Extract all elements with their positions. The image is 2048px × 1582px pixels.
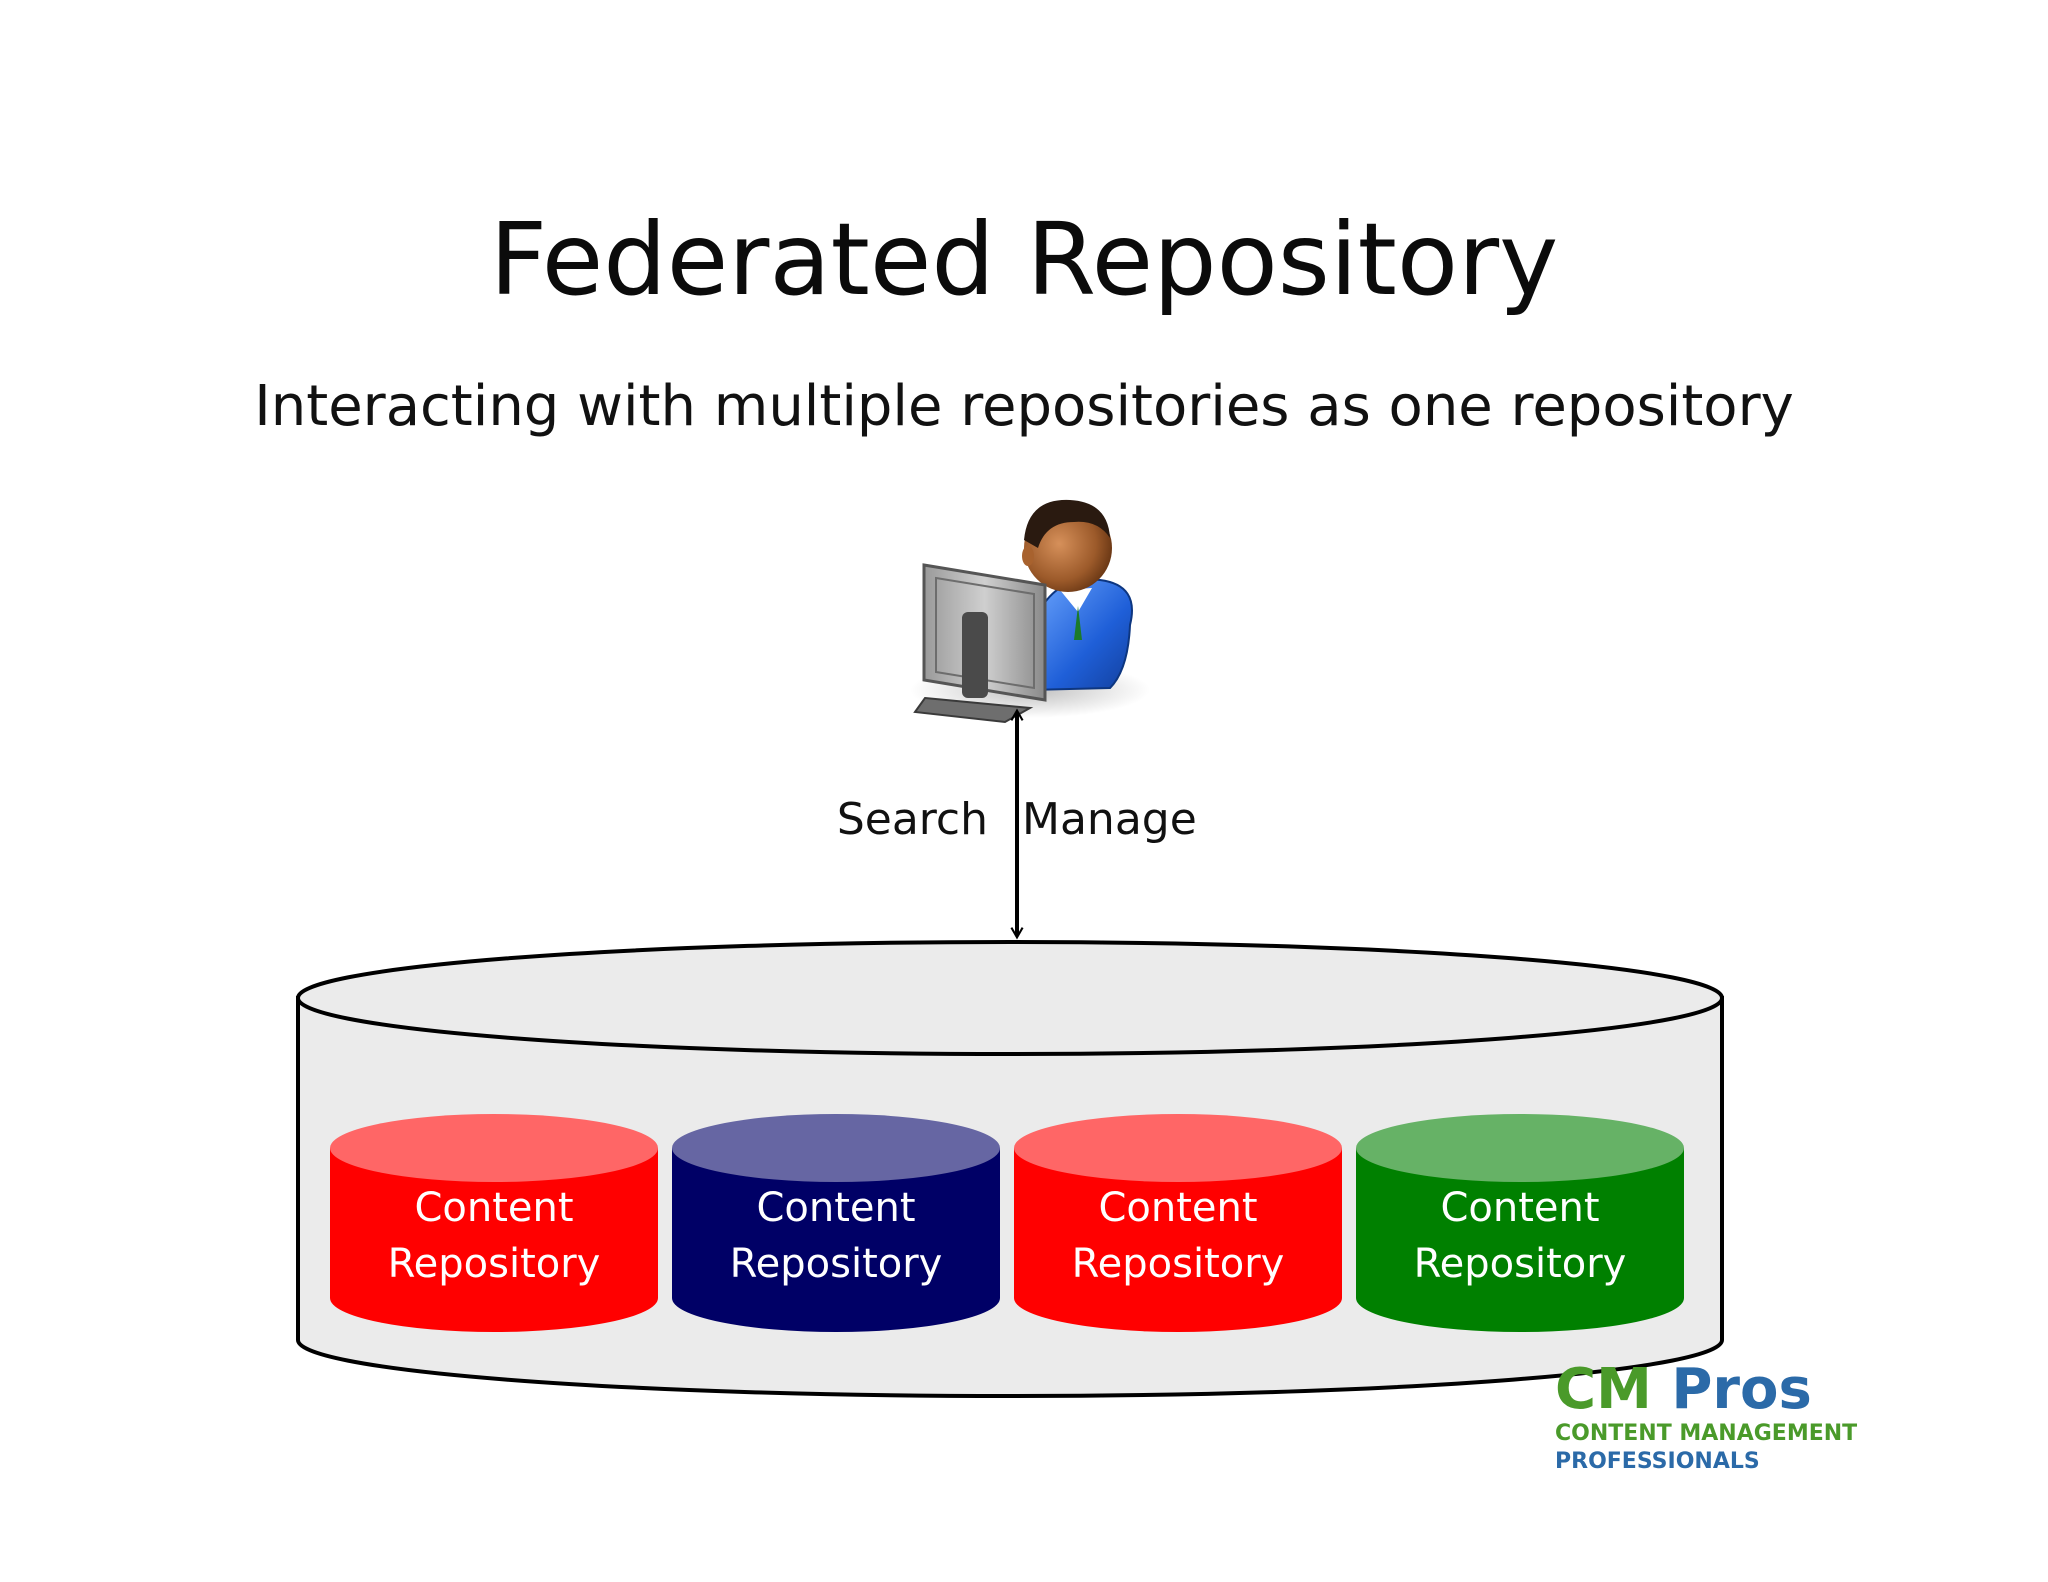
slide-title: Federated Repository	[489, 201, 1559, 318]
repository-label-line-2: Repository	[1071, 1241, 1285, 1287]
repository-label-line-2: Repository	[729, 1241, 943, 1287]
content-repository-cylinder	[330, 1114, 658, 1332]
content-repository-cylinder	[672, 1114, 1000, 1332]
repository-body	[1356, 1148, 1684, 1332]
content-repository-group	[330, 1114, 1684, 1332]
content-repository-cylinder	[1356, 1114, 1684, 1332]
repository-label-line-1: Content	[1440, 1185, 1600, 1231]
repository-label-line-1: Content	[414, 1185, 574, 1231]
repository-label-line-1: Content	[756, 1185, 916, 1231]
repository-body	[330, 1148, 658, 1332]
repository-body	[672, 1148, 1000, 1332]
repository-label-line-2: Repository	[387, 1241, 601, 1287]
logo-brand-pros: Pros	[1671, 1357, 1812, 1422]
user-computer-icon	[910, 499, 1150, 724]
repository-label-line-1: Content	[1098, 1185, 1258, 1231]
manage-label: Manage	[1022, 794, 1197, 845]
repository-top	[1014, 1114, 1342, 1182]
cm-pros-logo: CM Pros CONTENT MANAGEMENT PROFESSIONALS	[1555, 1360, 1875, 1476]
content-repository-cylinder	[1014, 1114, 1342, 1332]
repository-top	[330, 1114, 658, 1182]
slide-subtitle: Interacting with multiple repositories a…	[254, 374, 1794, 439]
logo-brand: CM Pros	[1555, 1360, 1875, 1420]
repository-top	[1356, 1114, 1684, 1182]
logo-tagline-2: PROFESSIONALS	[1555, 1449, 1760, 1474]
search-label: Search	[836, 794, 988, 845]
repository-body	[1014, 1148, 1342, 1332]
logo-tagline-1: CONTENT MANAGEMENT	[1555, 1421, 1858, 1446]
repository-label-line-2: Repository	[1413, 1241, 1627, 1287]
logo-brand-cm: CM	[1555, 1357, 1652, 1422]
repository-top	[672, 1114, 1000, 1182]
